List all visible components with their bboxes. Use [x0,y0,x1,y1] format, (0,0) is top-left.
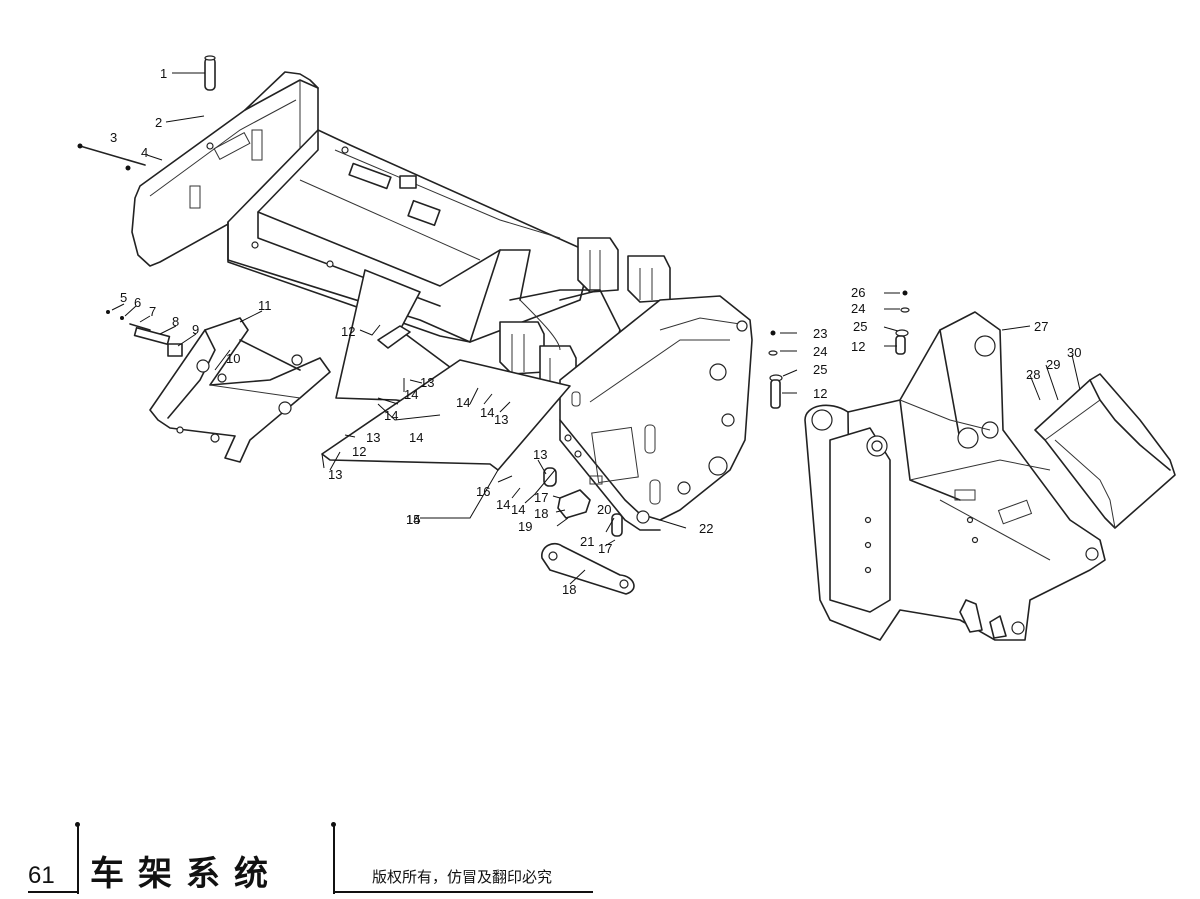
part-labels: 1 2 3 4 5 6 7 8 9 10 11 12 13 14 14 13 1… [110,66,1081,597]
small-pins-drawing [543,467,623,537]
part-label: 29 [1046,357,1060,372]
part-label: 13 [420,375,434,390]
part-label: 19 [518,519,532,534]
page-number: 61 [28,862,55,889]
pin-parts-drawing [106,310,183,357]
part-label: 15 [406,512,420,527]
footer-divider-dot [75,822,80,827]
part-label: 17 [534,490,548,505]
front-frame-drawing [804,311,1106,641]
part-label: 16 [476,484,490,499]
footer-divider-right [333,824,335,894]
bolt-stack-right-drawing [895,290,910,355]
rear-axle-bracket-drawing [149,317,331,463]
front-cover-drawing [1034,373,1176,529]
part-label: 9 [192,322,199,337]
link-bar-drawing [541,542,635,595]
part-label: 7 [149,304,156,319]
part-label: 6 [134,295,141,310]
part-label: 14 [404,387,418,402]
part-label: 20 [597,502,611,517]
bolt-washer-drawing [77,143,146,171]
part-label: 25 [853,319,867,334]
rear-frame-drawing [227,129,753,531]
part-label: 14 [384,408,398,423]
part-label: 21 [580,534,594,549]
part-label: 14 [480,405,494,420]
part-label: 13 [533,447,547,462]
part-label: 18 [562,582,576,597]
part-label: 12 [813,386,827,401]
footer-baseline [333,891,593,893]
counterweight-drawing [131,55,319,267]
copyright-notice: 版权所有，仿冒及翻印必究 [372,868,553,886]
part-label: 12 [341,324,355,339]
bolt-stack-middle-drawing [768,330,783,409]
part-label: 22 [699,521,713,536]
part-label: 26 [851,285,865,300]
part-label: 17 [598,541,612,556]
part-label: 5 [120,290,127,305]
part-label: 14 [511,502,525,517]
part-label: 18 [534,506,548,521]
part-label: 13 [494,412,508,427]
part-label: 24 [813,344,827,359]
footer-divider-dot [331,822,336,827]
leader-lines [111,72,1081,585]
part-label: 14 [456,395,470,410]
part-label: 8 [172,314,179,329]
part-label: 12 [851,339,865,354]
part-label: 25 [813,362,827,377]
part-label: 11 [258,298,272,313]
part-label: 23 [813,326,827,341]
part-label: 28 [1026,367,1040,382]
part-label: 14 [406,512,420,527]
part-label: 4 [141,145,148,160]
part-label: 10 [226,351,240,366]
part-label: 2 [155,115,162,130]
part-label: 1 [160,66,167,81]
footer-baseline [28,891,78,893]
part-label: 30 [1067,345,1081,360]
part-label: 27 [1034,319,1048,334]
page-title: 车架系统 [90,854,282,894]
part-label: 24 [851,301,865,316]
part-label: 3 [110,130,117,145]
part-label: 13 [328,467,342,482]
part-label: 14 [496,497,510,512]
part-label: 14 [409,430,423,445]
part-label: 13 [366,430,380,445]
footer-divider-left [77,824,79,894]
part-label: 12 [352,444,366,459]
